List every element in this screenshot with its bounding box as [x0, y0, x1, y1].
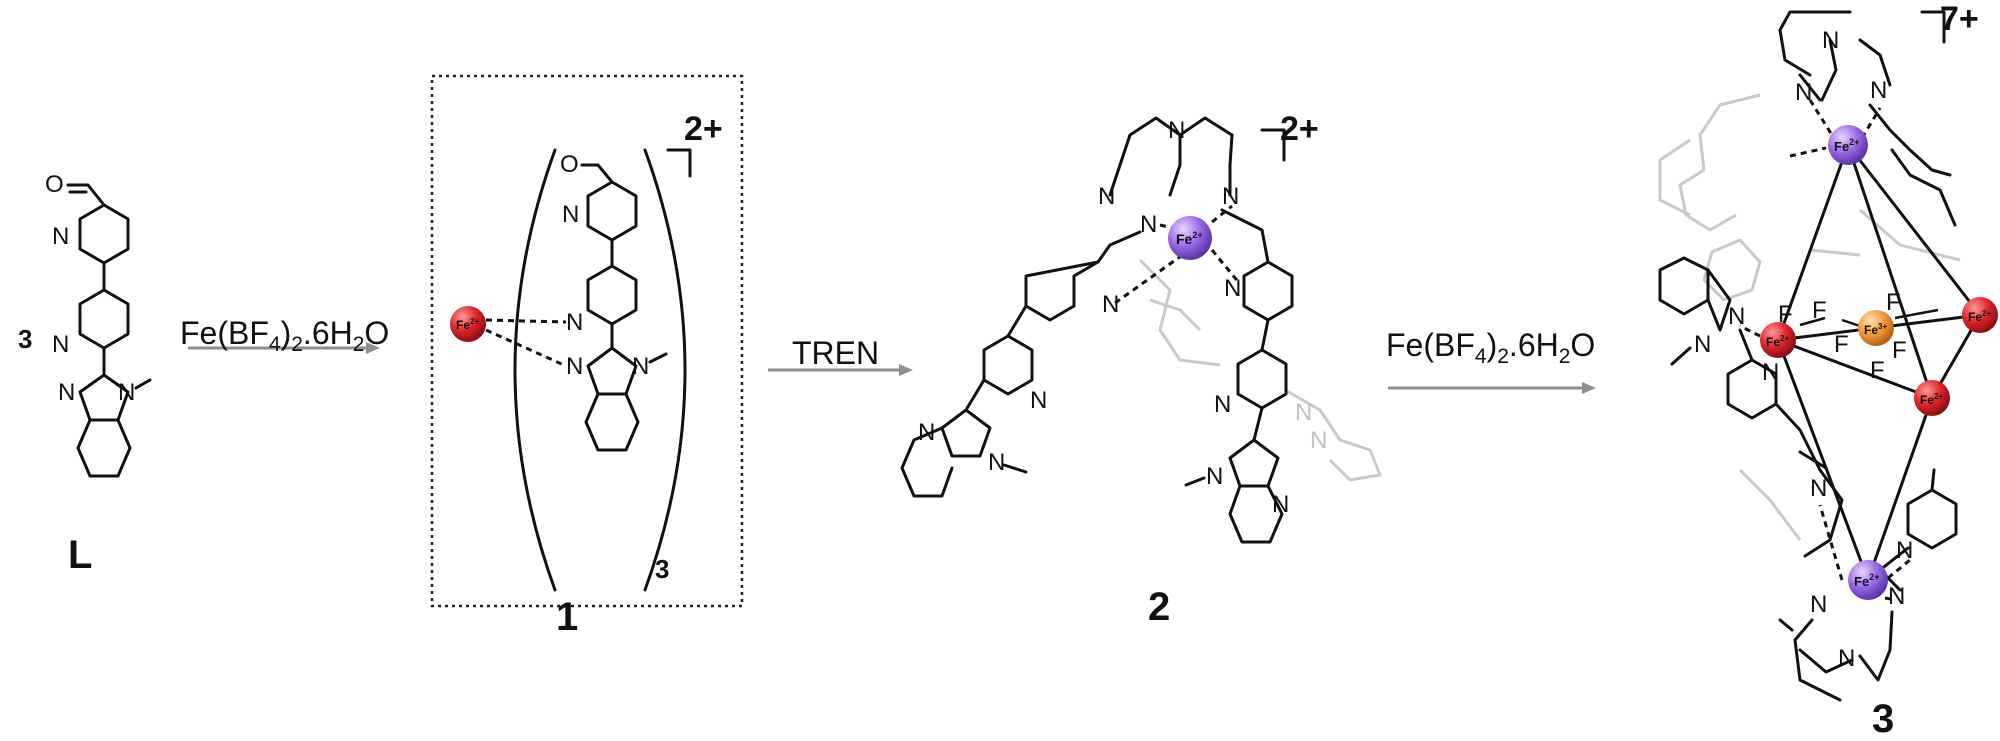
complex1-pyridine2-nitrogen: N	[566, 309, 583, 336]
top-tren-nitrogen: N	[1822, 27, 1839, 54]
bottom-iron-ion: Fe2+	[1848, 560, 1888, 600]
complex1-methyl-nitrogen: N	[632, 353, 649, 380]
bottom-imine-nitrogen-1: N	[1888, 583, 1905, 610]
right-parenthesis	[643, 148, 687, 592]
top-iron-ion: Fe2+	[1828, 125, 1868, 165]
right-pyridine2-nitrogen: N	[1214, 391, 1231, 418]
reaction-arrow-3	[1388, 382, 1596, 394]
compound-2-charge: 2+	[1280, 110, 1319, 148]
cage-imidazole-nitrogen-1: N	[1728, 303, 1745, 330]
right-imidazole-nitrogen: N	[1272, 491, 1289, 518]
top-imine-nitrogen-2: N	[1870, 77, 1887, 104]
cage-pyridine-nitrogen-1: N	[1762, 359, 1779, 386]
complex1-imidazole-nitrogen: N	[566, 353, 583, 380]
compound-2-ghost-ligands: N N	[1138, 258, 1382, 482]
lower-iron-ion: Fe2+	[1914, 380, 1950, 416]
right-methyl-nitrogen: N	[1206, 463, 1223, 490]
compound-2-structure: N N N N 2+ N N N N N N N N	[900, 110, 1319, 544]
complex1-pyridine1-nitrogen: N	[562, 201, 579, 228]
compound-1-structure: 2+ 3 O N N N N	[485, 110, 723, 592]
right-iron-ion: Fe2+	[1962, 297, 1998, 333]
compound-3-charge: 7+	[1940, 0, 1979, 38]
bottom-imine-nitrogen-2: N	[1810, 591, 1827, 618]
ligand-pyridine1-nitrogen: N	[52, 223, 69, 250]
imine-nitrogen-3: N	[1222, 183, 1239, 210]
central-iron3-ion: Fe3+	[1858, 310, 1894, 346]
fluoride-4: F	[1834, 331, 1849, 358]
bottom-tren-nitrogen: N	[1838, 645, 1855, 672]
ligand-label: L	[68, 533, 92, 577]
ligand-L-structure: O N N N N	[45, 171, 152, 478]
compound-3-structure: N N N 7+ F F F F F F N N N N	[1658, 0, 1983, 702]
compound-1-iron-ion: Fe2+	[450, 306, 486, 342]
compound-1-label: 1	[556, 595, 578, 639]
svg-text:Fe2+: Fe2+	[1176, 230, 1203, 247]
compound-3-ghost-ligands	[1658, 93, 1961, 541]
svg-text:Fe2+: Fe2+	[1920, 392, 1943, 407]
fluoride-1: F	[1778, 301, 1793, 328]
left-pyridine1-nitrogen: N	[1102, 291, 1119, 318]
cage-imidazole-nitrogen-2: N	[1694, 331, 1711, 358]
fluoride-2: F	[1812, 297, 1827, 324]
ligand-aldehyde-oxygen: O	[45, 171, 64, 198]
compound-1-dotted-box	[430, 74, 744, 608]
compound-1-charge: 2+	[684, 110, 723, 148]
tren-nitrogen: N	[1168, 117, 1185, 144]
reagent-2-label: TREN	[792, 335, 879, 371]
right-pyridine1-nitrogen: N	[1224, 275, 1241, 302]
reagent-3-label: Fe(BF4)2.6H2O	[1386, 327, 1595, 368]
svg-text:Fe3+: Fe3+	[1864, 322, 1887, 337]
left-iron-ion: Fe2+	[1760, 322, 1796, 358]
ligand-coefficient: 3	[18, 324, 32, 354]
compound-2-label: 2	[1148, 585, 1170, 629]
svg-text:Fe2+: Fe2+	[456, 317, 479, 332]
imine-nitrogen-2: N	[1140, 211, 1157, 238]
fluoride-3: F	[1886, 289, 1901, 316]
cage-iron-ions: Fe2+ Fe2+ Fe2+ Fe2+ Fe2+ Fe3+	[1760, 125, 1998, 600]
ligand-pyridine2-nitrogen: N	[52, 331, 69, 358]
top-imine-nitrogen-1: N	[1795, 79, 1812, 106]
compound-1-subscript: 3	[655, 554, 669, 584]
compound-3-label: 3	[1872, 697, 1894, 741]
ligand-methyl-nitrogen: N	[118, 379, 135, 406]
left-pyridine2-nitrogen: N	[1030, 387, 1047, 414]
compound-2-ghost-nitrogen-2: N	[1310, 427, 1327, 454]
cage-pyridine-nitrogen-2: N	[1810, 475, 1827, 502]
svg-text:Fe2+: Fe2+	[1854, 572, 1879, 589]
imine-nitrogen-1: N	[1098, 183, 1115, 210]
reaction-arrow-2	[768, 364, 913, 376]
left-imidazole-nitrogen: N	[918, 419, 935, 446]
svg-text:Fe2+: Fe2+	[1968, 309, 1991, 324]
svg-text:Fe2+: Fe2+	[1766, 334, 1789, 349]
compound-2-iron-ion: Fe2+	[1168, 216, 1212, 260]
left-methyl-nitrogen: N	[988, 449, 1005, 476]
fluoride-5: F	[1892, 337, 1907, 364]
compound-2-ghost-nitrogen-1: N	[1295, 399, 1312, 426]
fluoride-6: F	[1870, 357, 1885, 384]
ligand-imidazole-nitrogen: N	[58, 379, 75, 406]
reaction-arrow-1	[188, 342, 380, 354]
reagent-1-label: Fe(BF4)2.6H2O	[180, 315, 389, 356]
left-parenthesis	[513, 148, 557, 592]
svg-text:Fe2+: Fe2+	[1834, 137, 1859, 154]
complex1-aldehyde-oxygen: O	[560, 151, 579, 178]
